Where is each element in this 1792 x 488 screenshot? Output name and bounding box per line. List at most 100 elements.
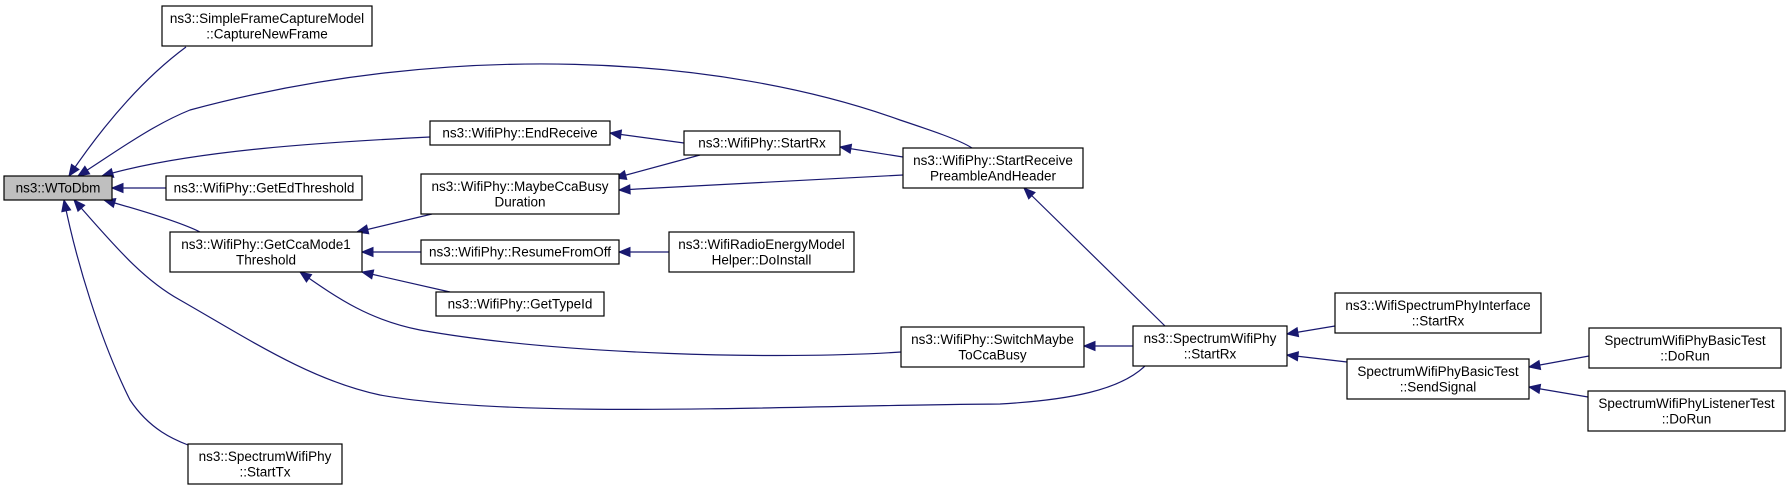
node-label-line: ns3::WifiPhy::EndReceive xyxy=(442,126,597,141)
edge-simpleframe-to-wtodbm xyxy=(68,46,187,178)
node-resumefromoff[interactable]: ns3::WifiPhy::ResumeFromOff xyxy=(420,239,620,265)
node-label-line: ns3::WifiPhy::ResumeFromOff xyxy=(429,245,611,260)
node-basicdorun[interactable]: SpectrumWifiPhyBasicTest::DoRun xyxy=(1588,327,1782,369)
arrowhead xyxy=(360,246,374,258)
edge-line xyxy=(101,136,431,177)
edge-endreceive-to-wtodbm xyxy=(100,136,431,178)
arrowhead xyxy=(76,165,91,177)
node-label-line: ns3::WifiPhy::StartReceive xyxy=(913,153,1073,168)
node-startreceivepreamble[interactable]: ns3::WifiPhy::StartReceivePreambleAndHea… xyxy=(902,147,1084,189)
arrowhead xyxy=(1285,326,1300,338)
edge-line xyxy=(68,46,187,177)
arrowhead xyxy=(838,143,853,154)
edge-getedthreshold-to-wtodbm xyxy=(110,182,166,194)
edge-startreceivepreamble-to-wifiphystartrx xyxy=(838,143,904,158)
node-sendsignal[interactable]: SpectrumWifiPhyBasicTest::SendSignal xyxy=(1346,358,1530,400)
node-box[interactable] xyxy=(187,443,343,485)
node-listenerdorun[interactable]: SpectrumWifiPhyListenerTest::DoRun xyxy=(1587,390,1786,432)
node-box[interactable] xyxy=(1132,325,1288,367)
edge-getccamode1-to-wtodbm xyxy=(102,198,201,233)
node-label-line: ToCcaBusy xyxy=(958,347,1027,362)
node-label-line: ::StartRx xyxy=(1412,313,1465,328)
node-label-line: ns3::WifiPhy::GetTypeId xyxy=(448,297,593,312)
node-box[interactable] xyxy=(435,291,605,317)
node-wtodbm[interactable]: ns3::WToDbm xyxy=(3,175,113,201)
node-label-line: ns3::WifiPhy::MaybeCcaBusy xyxy=(431,179,608,194)
node-box[interactable] xyxy=(668,231,855,273)
arrowhead xyxy=(61,198,72,213)
node-label-line: ns3::WToDbm xyxy=(16,181,101,196)
node-label-line: ns3::WifiPhy::GetCcaMode1 xyxy=(181,237,351,252)
node-box[interactable] xyxy=(1587,390,1786,432)
edge-line xyxy=(618,174,904,191)
node-label-line: ::StartTx xyxy=(239,464,290,479)
edge-spectrumstartrx-to-startreceivepreamble xyxy=(1023,187,1166,327)
node-label-line: Threshold xyxy=(236,252,296,267)
node-simpleframe[interactable]: ns3::SimpleFrameCaptureModel::CaptureNew… xyxy=(161,5,373,47)
node-label-line: ns3::SpectrumWifiPhy xyxy=(199,449,332,464)
arrowhead xyxy=(110,182,124,194)
node-box[interactable] xyxy=(420,239,620,265)
edge-spectrumstartrx-to-switchmaybe xyxy=(1082,340,1133,352)
node-label-line: SpectrumWifiPhyListenerTest xyxy=(1598,396,1775,411)
node-label-line: ns3::SimpleFrameCaptureModel xyxy=(170,11,364,26)
node-box[interactable] xyxy=(1346,358,1530,400)
edge-line xyxy=(63,199,189,446)
node-label-line: ns3::WifiSpectrumPhyInterface xyxy=(1345,298,1530,313)
edge-startreceivepreamble-to-wtodbm xyxy=(76,63,973,177)
edge-line xyxy=(103,199,201,233)
node-spectrumstartrx[interactable]: ns3::SpectrumWifiPhy::StartRx xyxy=(1132,325,1288,367)
node-box[interactable] xyxy=(429,120,611,146)
arrowhead xyxy=(1082,340,1096,352)
edge-gettypeid-to-getccamode1 xyxy=(360,269,451,293)
edge-maybeccabusy-to-getccamode1 xyxy=(355,213,433,235)
node-label-line: SpectrumWifiPhyBasicTest xyxy=(1357,364,1519,379)
edge-line xyxy=(361,271,451,293)
arrowhead xyxy=(360,269,375,280)
node-label-line: ::DoRun xyxy=(1662,411,1712,426)
node-label-line: Duration xyxy=(494,194,545,209)
node-box[interactable] xyxy=(165,175,363,201)
edge-wifiradioenergy-to-resumefromoff xyxy=(617,246,669,258)
node-getedthreshold[interactable]: ns3::WifiPhy::GetEdThreshold xyxy=(165,175,363,201)
node-label-line: ns3::WifiPhy::StartRx xyxy=(698,136,826,151)
node-box[interactable] xyxy=(3,175,113,201)
arrowhead xyxy=(73,199,86,213)
node-label-line: ns3::SpectrumWifiPhy xyxy=(1144,331,1277,346)
node-box[interactable] xyxy=(161,5,373,47)
arrowhead xyxy=(1527,383,1542,395)
node-label-line: ::CaptureNewFrame xyxy=(206,26,328,41)
node-box[interactable] xyxy=(1588,327,1782,369)
node-label-line: Helper::DoInstall xyxy=(712,252,812,267)
edge-line xyxy=(1023,187,1166,327)
node-wifiphystartrx[interactable]: ns3::WifiPhy::StartRx xyxy=(683,130,841,156)
arrowhead xyxy=(298,271,313,283)
arrowhead xyxy=(617,184,631,195)
node-label-line: PreambleAndHeader xyxy=(930,168,1057,183)
edge-startreceivepreamble-to-maybeccabusy xyxy=(617,174,904,195)
node-gettypeid[interactable]: ns3::WifiPhy::GetTypeId xyxy=(435,291,605,317)
node-box[interactable] xyxy=(900,326,1085,368)
arrowhead xyxy=(68,163,80,178)
edge-wifiphystartrx-to-maybeccabusy xyxy=(613,154,701,181)
edge-spectrumstarttx-to-wtodbm xyxy=(61,198,189,446)
arrowhead xyxy=(608,129,623,140)
edge-basicdorun-to-sendsignal xyxy=(1527,355,1590,371)
arrowhead xyxy=(1023,187,1036,200)
node-box[interactable] xyxy=(683,130,841,156)
node-label-line: ::StartRx xyxy=(1184,346,1237,361)
node-box[interactable] xyxy=(169,231,363,273)
node-endreceive[interactable]: ns3::WifiPhy::EndReceive xyxy=(429,120,611,146)
node-wifiradioenergy[interactable]: ns3::WifiRadioEnergyModelHelper::DoInsta… xyxy=(668,231,855,273)
nodes-layer: ns3::WToDbm ns3::SimpleFrameCaptureModel:… xyxy=(3,5,1786,485)
node-spectrumstarttx[interactable]: ns3::SpectrumWifiPhy::StartTx xyxy=(187,443,343,485)
node-box[interactable] xyxy=(1334,292,1542,334)
edge-line xyxy=(614,154,701,179)
node-box[interactable] xyxy=(902,147,1084,189)
node-wifispectrumiface[interactable]: ns3::WifiSpectrumPhyInterface::StartRx xyxy=(1334,292,1542,334)
node-box[interactable] xyxy=(420,173,620,215)
arrowhead xyxy=(617,246,631,258)
